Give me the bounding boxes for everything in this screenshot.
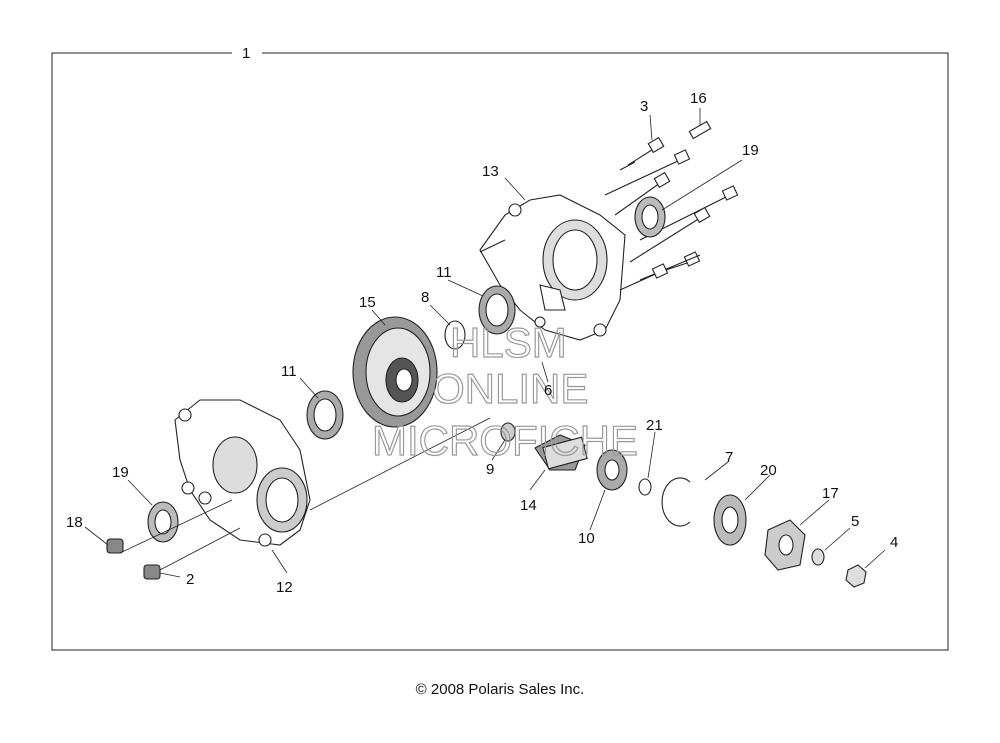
watermark: HLSM ONLINE MICROFICHE	[371, 318, 638, 464]
callout-2: 2	[186, 571, 194, 588]
callout-4: 4	[890, 534, 898, 551]
drain-plugs	[106, 538, 161, 580]
callout-9: 9	[486, 461, 494, 478]
copyright-notice: © 2008 Polaris Sales Inc.	[415, 681, 585, 698]
housing-bolts	[479, 120, 739, 291]
callouts: 1 2 3 4 5 6 7 8 9 10 11 11 12 13 14 15 1…	[66, 45, 898, 596]
front-seal	[147, 501, 179, 543]
callout-14: 14	[520, 497, 537, 514]
pinion-assembly	[500, 422, 867, 588]
callout-20: 20	[760, 462, 777, 479]
callout-19-upper: 19	[742, 142, 759, 159]
callout-21: 21	[646, 417, 663, 434]
shim	[444, 320, 466, 350]
watermark-line2: ONLINE	[432, 365, 588, 412]
lower-bearing	[306, 390, 344, 440]
callout-3: 3	[640, 98, 648, 115]
callout-12: 12	[276, 579, 293, 596]
callout-10: 10	[578, 530, 595, 547]
rear-seal	[634, 196, 666, 238]
watermark-line1: HLSM	[450, 319, 567, 366]
upper-bearing	[478, 285, 516, 335]
callout-18: 18	[66, 514, 83, 531]
watermark-line3: MICROFICHE	[372, 417, 638, 464]
callout-5: 5	[851, 513, 859, 530]
callout-13: 13	[482, 163, 499, 180]
leader-lines	[84, 108, 886, 578]
callout-16: 16	[690, 90, 707, 107]
callout-7: 7	[725, 449, 733, 466]
callout-6: 6	[544, 382, 552, 399]
callout-15: 15	[359, 294, 376, 311]
callout-11-upper: 11	[436, 264, 452, 281]
callout-1: 1	[242, 45, 250, 62]
ring-gear	[352, 316, 438, 428]
callout-17: 17	[822, 485, 839, 502]
callout-19-lower: 19	[112, 464, 129, 481]
rear-housing	[479, 194, 626, 341]
axis-lines	[119, 417, 491, 571]
callout-11-lower: 11	[281, 363, 297, 380]
assembly-frame	[51, 52, 949, 651]
callout-8: 8	[421, 289, 429, 306]
front-housing	[174, 399, 311, 547]
